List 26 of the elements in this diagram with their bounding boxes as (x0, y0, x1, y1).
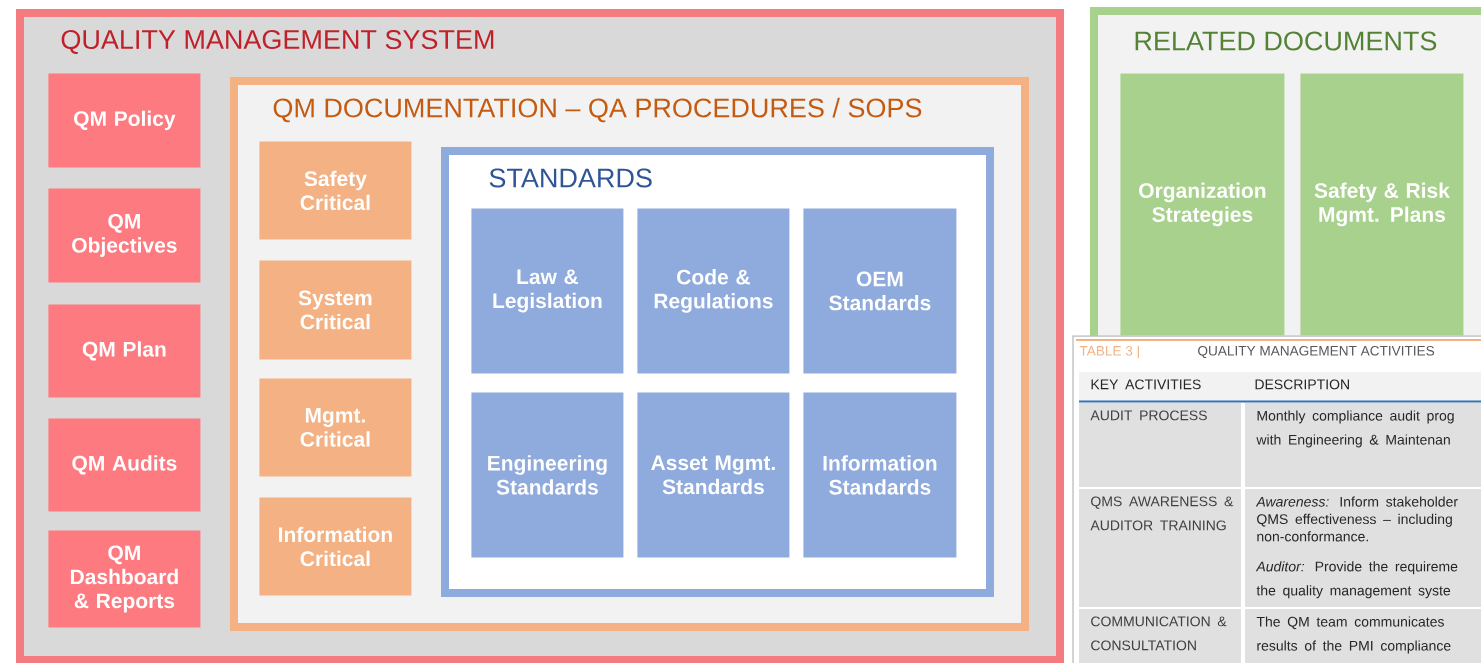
policy-box: QM Dashboard & Reports (48, 530, 201, 628)
document-box: Organization Strategies (1120, 73, 1285, 336)
policy-box: QM Plan (48, 304, 201, 398)
standard-box: Information Standards (803, 392, 957, 558)
policy-box: QM Audits (48, 418, 201, 512)
procedure-box: Safety Critical (259, 141, 412, 240)
standard-box: Engineering Standards (471, 392, 624, 558)
procedure-box: Information Critical (259, 497, 412, 596)
policy-box: QM Objectives (48, 188, 201, 283)
table-cell: AUDIT PROCESS (1079, 403, 1242, 487)
column-header: DESCRIPTION (1243, 372, 1481, 401)
policy-box: QM Policy (48, 73, 201, 168)
column-header: KEY ACTIVITIES (1079, 372, 1243, 401)
standard-box: Law & Legislation (471, 208, 624, 374)
document-box: Safety & Risk Mgmt. Plans (1300, 73, 1464, 336)
standard-box: Code & Regulations (637, 208, 790, 374)
table-title: QUALITY MANAGEMENT ACTIVITIES (1198, 345, 1435, 359)
standard-box: OEM Standards (803, 208, 957, 374)
table-cell: QMS AWARENESS & AUDITOR TRAINING (1079, 489, 1242, 607)
standard-box: Asset Mgmt. Standards (637, 392, 790, 558)
procedure-box: System Critical (259, 260, 412, 360)
table-cell: Monthly compliance audit prog with Engineering & Maintenan (1245, 403, 1481, 487)
table-cell: Awareness: Inform stakeholder QMS effectiveness – including non-conformance. Auditor: Provide the requireme the quality management syste (1245, 489, 1481, 607)
procedure-box: Mgmt. Critical (259, 378, 412, 477)
table-cell: The QM team communicates results of the PMI compliance (1245, 609, 1481, 663)
table-cell: COMMUNICATION & CONSULTATION (1079, 609, 1242, 663)
